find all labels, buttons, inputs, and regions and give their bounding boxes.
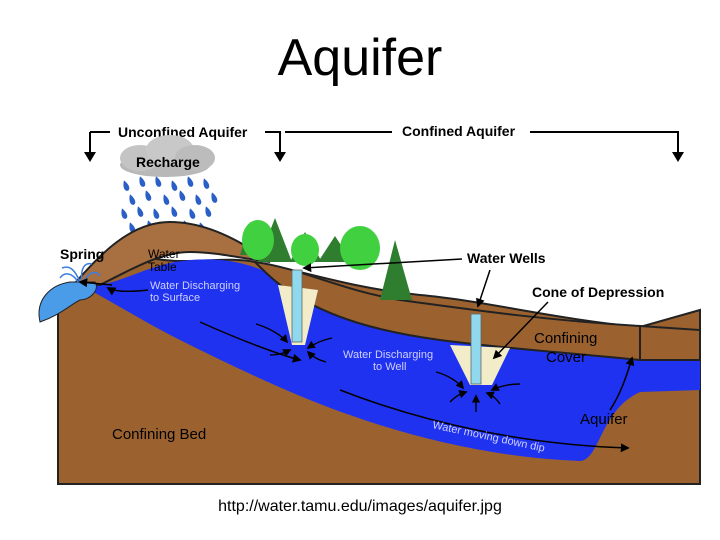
bracket-arrowheads: [84, 152, 684, 162]
raindrop-icon: [163, 194, 170, 205]
discharging-surface-label-1: Water Discharging: [150, 280, 240, 292]
raindrop-icon: [137, 206, 144, 217]
confining-cover-label-2: Cover: [546, 349, 586, 366]
raindrop-icon: [187, 176, 194, 187]
slide-title: Aquifer: [277, 29, 443, 87]
discharging-well-label-1: Water Discharging: [343, 349, 433, 361]
raindrop-icon: [205, 206, 212, 217]
trees: [240, 218, 412, 300]
aquifer-label: Aquifer: [580, 411, 628, 428]
raindrop-icon: [179, 190, 186, 201]
aquifer-extent-brackets: [89, 131, 679, 155]
raindrop-icon: [145, 190, 152, 201]
discharge-surface-arrow: [106, 287, 149, 296]
spring-label: Spring: [60, 246, 104, 262]
water-table-label-2: Table: [148, 260, 177, 274]
confining-cover-label-1: Confining: [534, 330, 597, 347]
raindrop-icon: [171, 206, 178, 217]
raindrop-icon: [171, 180, 178, 191]
well-1-inflow-arrows: [255, 323, 333, 363]
raindrop-icon: [153, 208, 160, 219]
source-caption: http://water.tamu.edu/images/aquifer.jpg: [218, 498, 502, 515]
discharging-well-label-2: to Well: [373, 361, 406, 373]
raindrop-icon: [189, 208, 196, 219]
cone-of-depression-label: Cone of Depression: [532, 284, 664, 300]
raindrop-icon: [195, 194, 202, 205]
water-table-label-1: Water: [148, 247, 180, 261]
unconfined-aquifer-label: Unconfined Aquifer: [118, 124, 248, 140]
raindrop-icon: [139, 176, 146, 187]
water-well-1: [278, 269, 318, 345]
raindrop-icon: [155, 176, 162, 187]
raindrop-icon: [203, 178, 210, 189]
water-wells-label: Water Wells: [467, 250, 546, 266]
well-2-inflow-arrows: [435, 371, 521, 412]
confined-aquifer-label: Confined Aquifer: [402, 123, 516, 139]
discharging-surface-label-2: to Surface: [150, 292, 200, 304]
flow-arrow-left: [199, 321, 302, 363]
raindrop-icon: [211, 192, 218, 203]
spring-pool: [38, 281, 97, 323]
raindrop-icon: [123, 180, 130, 191]
aquifer-layer: [80, 259, 700, 461]
raindrop-icon: [129, 194, 136, 205]
raindrop-icon: [121, 208, 128, 219]
recharge-label: Recharge: [136, 154, 200, 170]
cloud-icon: [120, 135, 215, 177]
confining-bed-label: Confining Bed: [112, 426, 206, 443]
flow-arrow-down-dip: [339, 389, 630, 453]
